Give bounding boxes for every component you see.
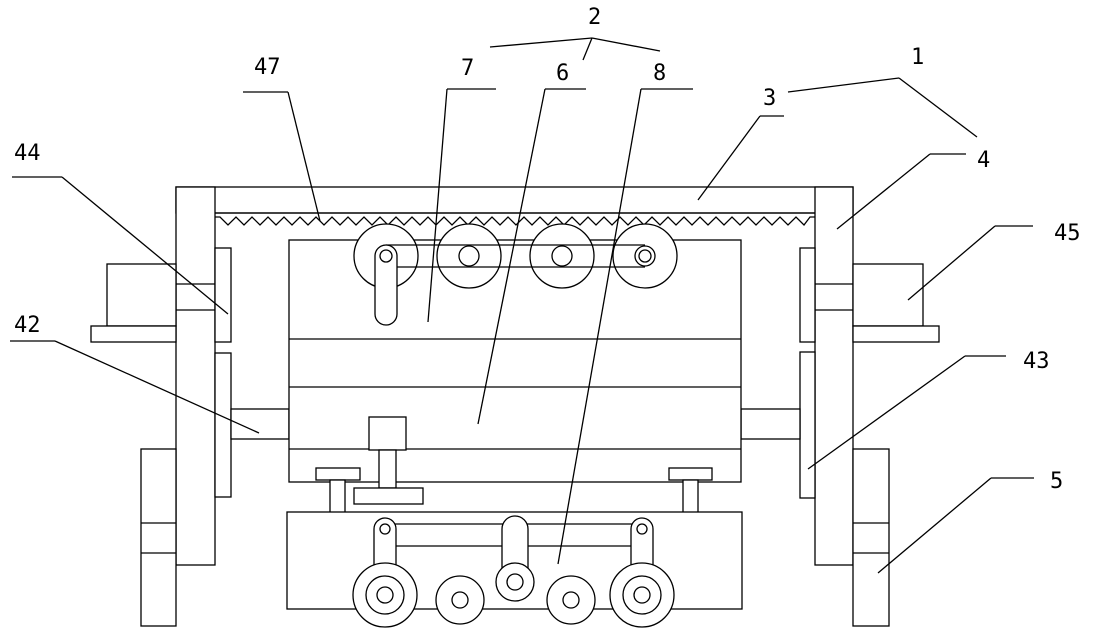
right-shaft-assembly <box>741 352 815 498</box>
right-t-connector <box>669 468 712 514</box>
label-3: 3 <box>763 86 776 111</box>
label-44: 44 <box>14 141 41 166</box>
serrated-plate <box>215 213 815 225</box>
label-47: 47 <box>254 55 281 80</box>
right-wheel <box>853 449 889 626</box>
label-45: 45 <box>1054 221 1081 246</box>
label-5: 5 <box>1050 469 1063 494</box>
left-shaft-assembly <box>215 353 289 497</box>
label-7: 7 <box>461 56 474 81</box>
label-43: 43 <box>1023 349 1050 374</box>
lower-rollers <box>353 563 674 627</box>
label-42: 42 <box>14 313 41 338</box>
label-2: 2 <box>588 5 601 30</box>
label-6: 6 <box>556 61 569 86</box>
left-wheel <box>141 449 176 626</box>
label-1: 1 <box>911 45 924 70</box>
label-4: 4 <box>977 148 990 173</box>
label-8: 8 <box>653 61 666 86</box>
central-housing <box>289 240 741 482</box>
